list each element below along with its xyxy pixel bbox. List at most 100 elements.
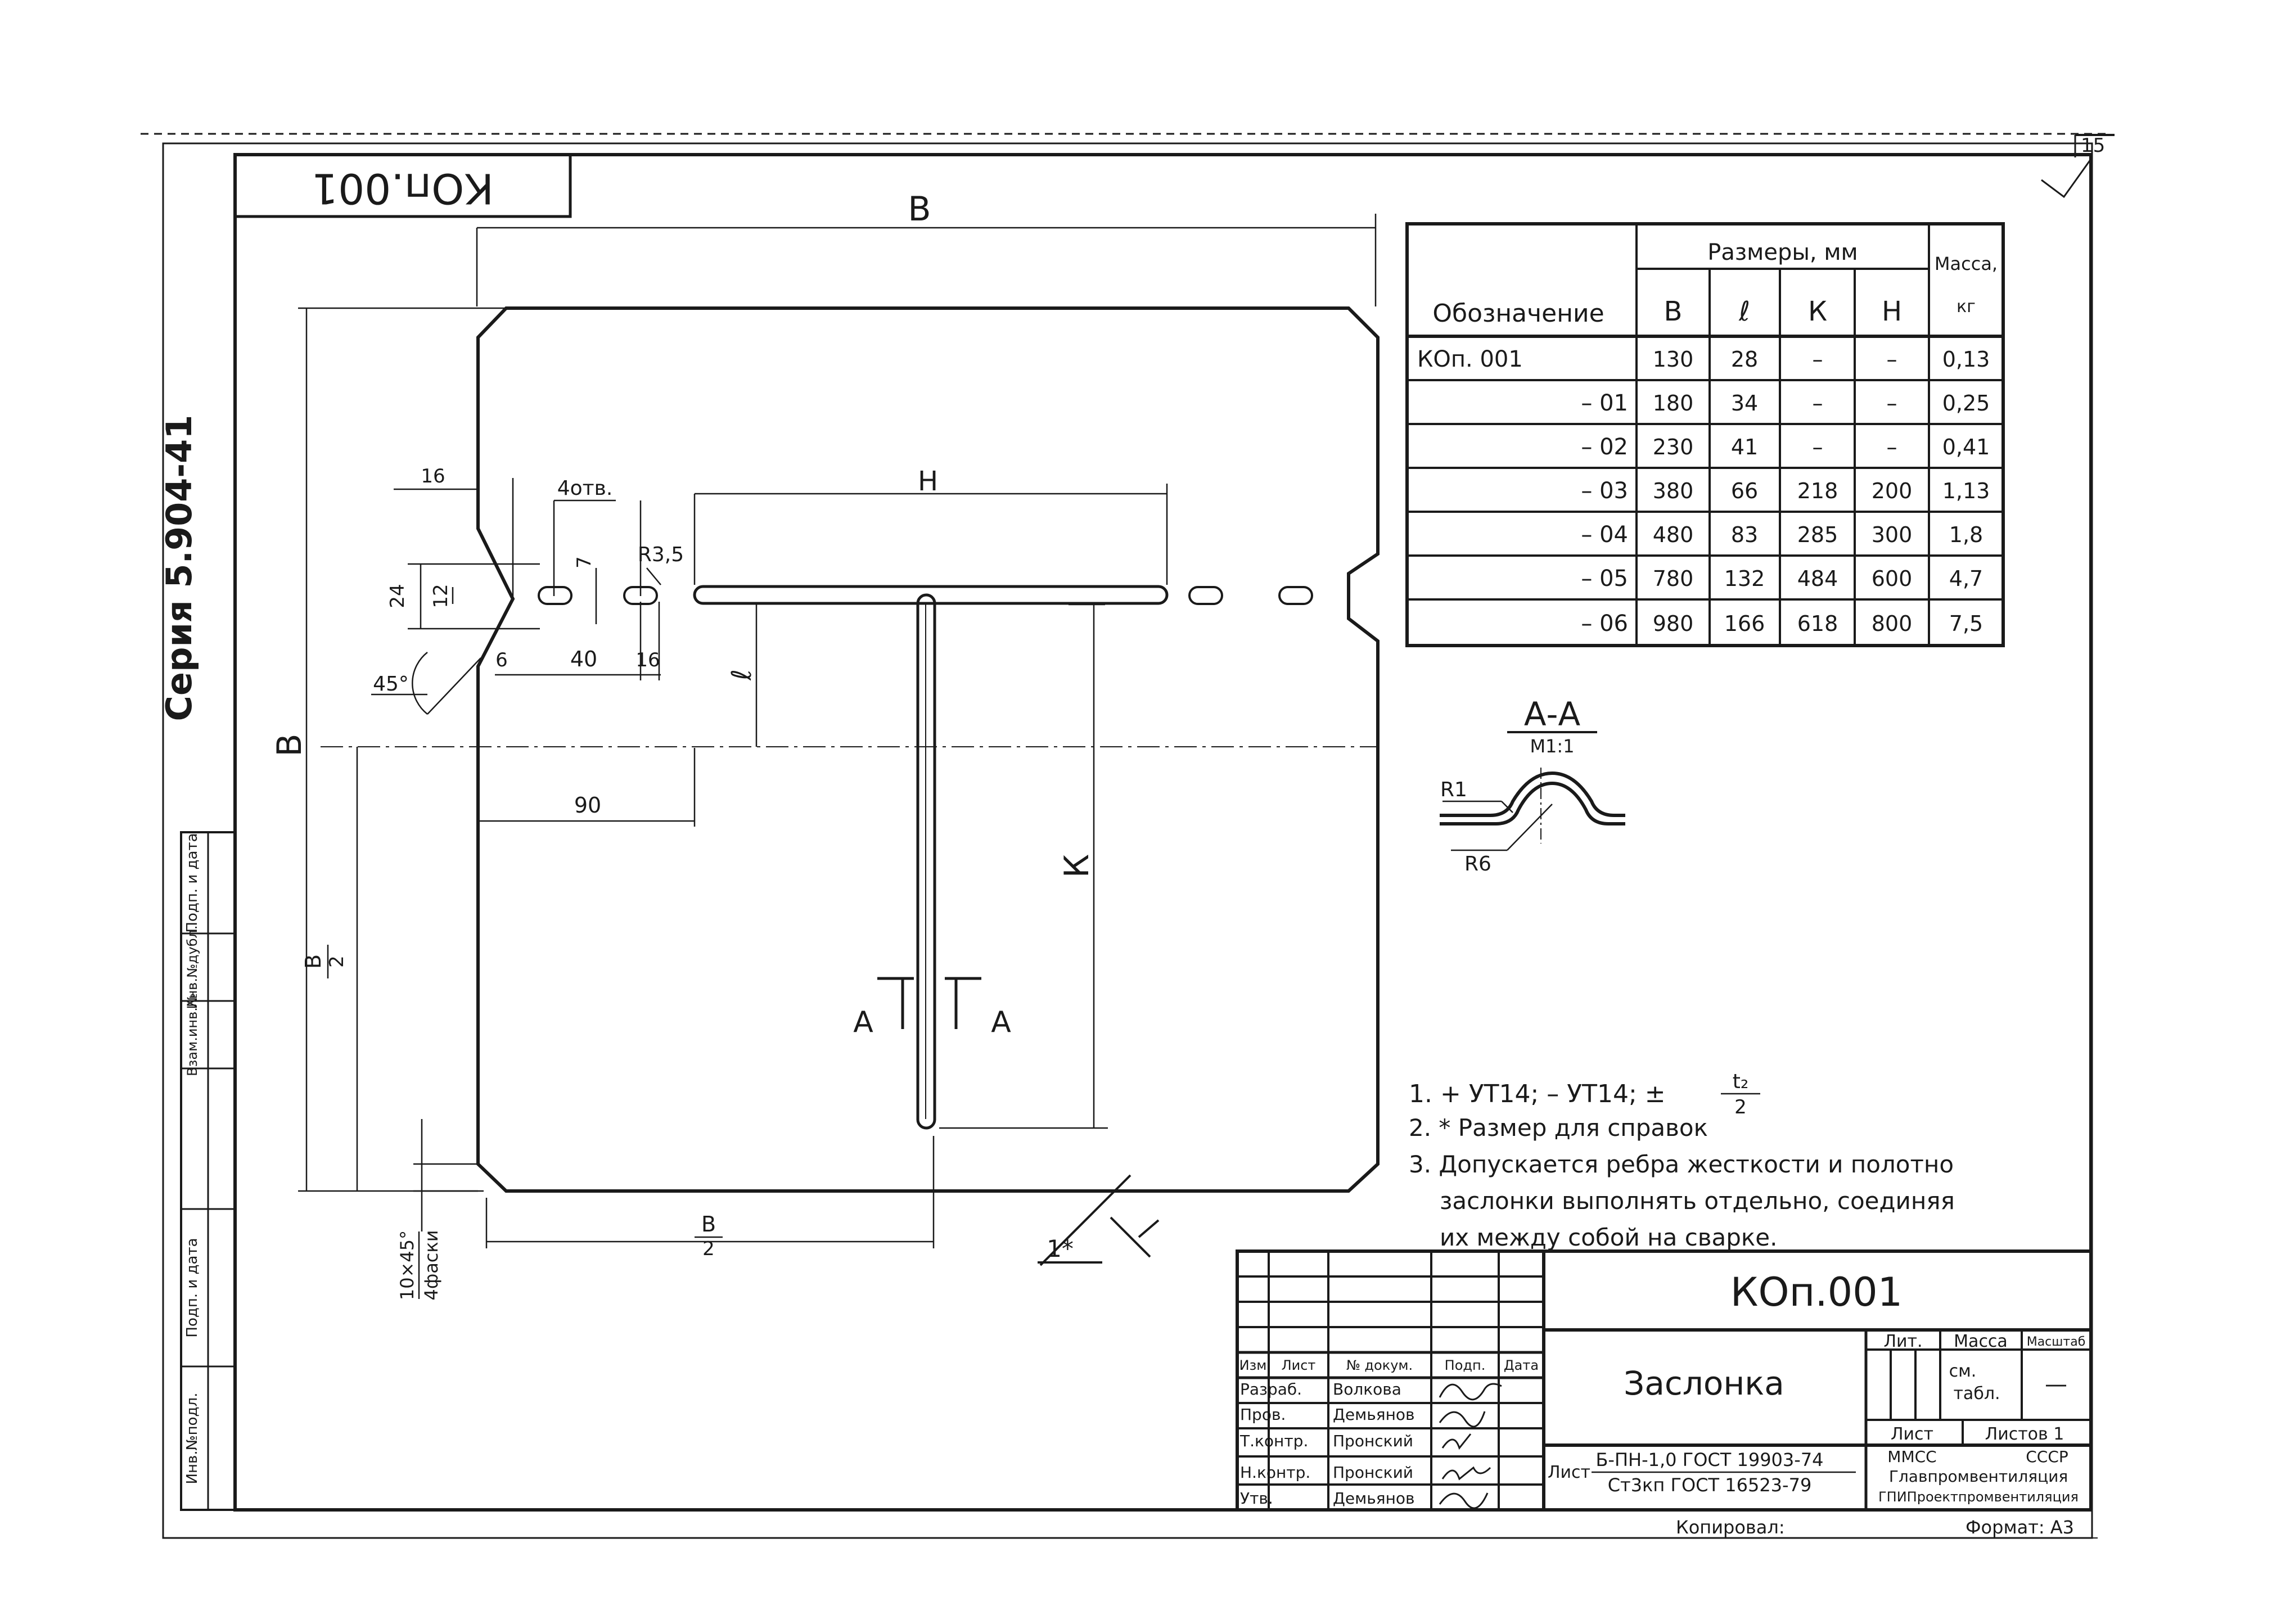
section-view-r6: R6 (1464, 852, 1491, 876)
title-block-org-2: Главпромвентиляция (1889, 1467, 2068, 1486)
note-1-fraction-den: 2 (1734, 1096, 1747, 1118)
footer-copied: Копировал: (1676, 1517, 1785, 1538)
title-block-scale-value: — (2045, 1372, 2067, 1397)
title-block-mass-value-2: табл. (1953, 1384, 2000, 1404)
note-3c: их между собой на сварке. (1440, 1224, 1778, 1251)
dim-16-top: 16 (421, 465, 445, 488)
dim-half-B-bottom-den: 2 (702, 1238, 715, 1260)
svg-text:0,13: 0,13 (1942, 347, 1990, 372)
section-view-scale: М1:1 (1530, 736, 1574, 757)
title-block-material-1: Б-ПН-1,0 ГОСТ 19903-74 (1595, 1449, 1823, 1470)
dim-r35: R3,5 (638, 543, 684, 566)
table-row: – 03 380 66 218 200 1,13 (1581, 478, 1990, 504)
table-col-header: ℓ (1738, 296, 1750, 327)
svg-text:0,41: 0,41 (1942, 435, 1990, 459)
svg-text:41: 41 (1731, 435, 1758, 459)
svg-text:0,25: 0,25 (1942, 391, 1990, 416)
svg-text:–: – (1887, 435, 1897, 459)
dim-half-B-bottom-num: В (701, 1212, 716, 1237)
table-row: – 04 480 83 285 300 1,8 (1581, 522, 1983, 548)
dim-chamfer-num: 10×45° (396, 1230, 418, 1300)
svg-text:1,13: 1,13 (1942, 479, 1990, 503)
svg-text:7,5: 7,5 (1949, 611, 1983, 636)
top-stamp-box (233, 153, 572, 218)
title-block-header: Дата (1504, 1357, 1539, 1373)
side-strip-label: Подп. и дата (184, 1238, 201, 1337)
title-block-header: Изм (1239, 1357, 1267, 1373)
table-col-header: К (1808, 296, 1827, 327)
svg-text:1,8: 1,8 (1949, 522, 1983, 547)
svg-text:618: 618 (1797, 611, 1838, 636)
svg-text:800: 800 (1872, 611, 1913, 636)
title-block-person: Волкова (1333, 1380, 1401, 1399)
signatures (1439, 1383, 1502, 1509)
weld-symbol (1038, 1174, 1160, 1266)
svg-text:180: 180 (1653, 391, 1694, 416)
dimension-lines (298, 214, 1377, 1248)
svg-text:– 05: – 05 (1581, 566, 1628, 592)
section-marks (877, 977, 981, 1029)
dim-90: 90 (574, 793, 601, 818)
svg-text:980: 980 (1653, 611, 1694, 636)
sheet-frame (141, 133, 2115, 1539)
dim-half-B-left-num: В (301, 954, 326, 969)
title-block-sheet: Лист (1891, 1424, 1933, 1444)
table-row: – 02 230 41 – – 0,41 (1581, 434, 1990, 460)
dim-H: Н (918, 466, 938, 497)
dim-holes: 4отв. (557, 477, 613, 500)
svg-text:218: 218 (1797, 479, 1838, 503)
svg-text:34: 34 (1731, 391, 1758, 416)
dim-angle-45: 45° (373, 673, 409, 696)
title-block-material-label: Лист (1548, 1463, 1590, 1482)
svg-text:480: 480 (1653, 522, 1694, 547)
svg-text:166: 166 (1724, 611, 1765, 636)
title-block-code: КОп.001 (1730, 1269, 1903, 1315)
dim-K: К (1057, 854, 1097, 878)
title-block-org-3: ГПИПроектпромвентиляция (1878, 1489, 2079, 1505)
svg-text:200: 200 (1872, 479, 1913, 503)
title-block-role: Н.контр. (1240, 1463, 1310, 1482)
svg-text:300: 300 (1872, 522, 1913, 547)
title-block-header: № докум. (1346, 1357, 1413, 1373)
title-block-role: Пров. (1240, 1405, 1286, 1424)
side-strip-label: Инв.№подл. (184, 1393, 201, 1485)
note-3b: заслонки выполнять отдельно, соединяя (1440, 1187, 1955, 1215)
table-row: – 06 980 166 618 800 7,5 (1581, 611, 1983, 637)
weld-mark: 1* (1047, 1235, 1074, 1262)
dim-16-bottom: 16 (635, 649, 660, 671)
svg-text:484: 484 (1797, 566, 1838, 591)
title-block-scale: Масштаб (2027, 1335, 2086, 1349)
svg-text:780: 780 (1653, 566, 1694, 591)
svg-text:– 06: – 06 (1581, 611, 1628, 637)
series-label: Серия 5.904-41 (159, 415, 200, 721)
table-row: – 05 780 132 484 600 4,7 (1581, 566, 1983, 592)
sizes-table (1405, 222, 2005, 647)
top-stamp-code: КОп.001 (312, 164, 494, 212)
svg-text:83: 83 (1731, 522, 1758, 547)
dim-40: 40 (570, 647, 597, 671)
dim-6: 6 (495, 649, 508, 671)
note-2: 2. * Размер для справок (1409, 1114, 1708, 1142)
dim-B-top: В (908, 190, 931, 229)
svg-text:–: – (1887, 347, 1897, 372)
section-view-profile (1440, 771, 1625, 817)
table-col-header: Н (1882, 296, 1902, 327)
stiffener-rib-horizontal (693, 585, 1169, 605)
note-3a: 3. Допускается ребра жесткости и полотно (1409, 1151, 1954, 1178)
table-header-sizes: Размеры, мм (1707, 240, 1858, 265)
title-block-person: Пронский (1333, 1432, 1413, 1450)
dim-chamfer-den: 4фаски (421, 1230, 442, 1300)
svg-text:380: 380 (1653, 479, 1694, 503)
svg-text:КОп. 001: КОп. 001 (1417, 346, 1523, 372)
svg-text:28: 28 (1731, 347, 1758, 372)
title-block-role: Разраб. (1240, 1380, 1302, 1399)
svg-text:130: 130 (1653, 347, 1694, 372)
svg-text:–: – (1887, 391, 1897, 416)
svg-text:– 02: – 02 (1581, 434, 1628, 460)
table-header-designation: Обозначение (1432, 299, 1604, 328)
svg-text:– 01: – 01 (1581, 390, 1628, 416)
title-block-person: Демьянов (1333, 1489, 1415, 1508)
table-col-header: В (1664, 296, 1683, 327)
table-row: КОп. 001 130 28 – – 0,13 (1417, 346, 1990, 372)
svg-text:66: 66 (1731, 479, 1758, 503)
